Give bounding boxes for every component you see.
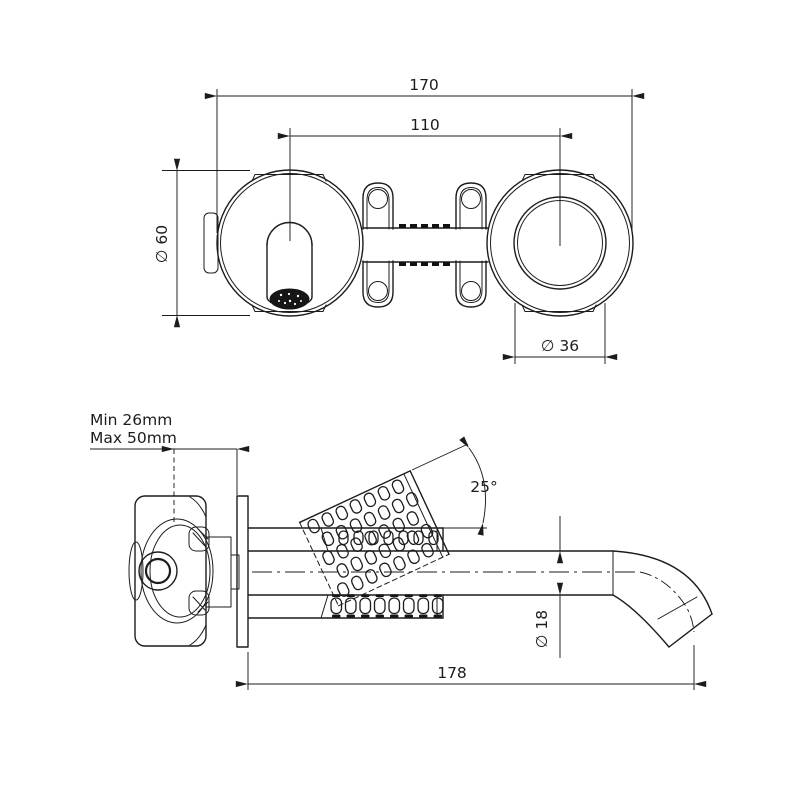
dim-wall-depth: Min 26mm Max 50mm (90, 411, 250, 524)
cartridge-face (138, 551, 178, 591)
aerator-speckle (278, 292, 302, 306)
dim-spout-reach-label: 178 (437, 664, 467, 682)
spout-bend-seam (657, 596, 698, 620)
valve-body (128, 495, 240, 647)
side-view: Min 26mm Max 50mm 25° ∅ 18 178 (90, 411, 713, 690)
mounting-bracket (362, 182, 489, 308)
dim-centers-spacing-label: 110 (410, 116, 440, 134)
aerator (269, 288, 310, 310)
screw-hole (368, 189, 388, 209)
spout (247, 550, 713, 648)
dim-spout-reach: 178 (235, 645, 707, 690)
dim-overall-width: 170 (204, 76, 645, 233)
flange-tab-bottom (251, 304, 327, 312)
flange-tab-top (521, 174, 597, 182)
dim-handle-diameter-label: ∅ 36 (541, 337, 579, 355)
spout-tip-face (668, 613, 713, 648)
dim-spout-flange-diameter: ∅ 60 (153, 158, 250, 328)
flange-tab-top (251, 174, 327, 182)
dim-handle-angle-label: 25° (470, 478, 497, 496)
flange-tab-bottom (521, 304, 597, 312)
spout-flange (203, 169, 364, 317)
wall-plate (236, 495, 249, 648)
dim-wall-depth-min-label: Min 26mm (90, 411, 172, 429)
screw-hole (461, 281, 481, 301)
front-view: 170 110 ∅ 60 ∅ 36 (153, 76, 645, 364)
knurl-tilted-pattern (307, 479, 434, 597)
screw-hole (461, 189, 481, 209)
dim-spout-diameter: ∅ 18 (533, 516, 564, 658)
dim-overall-width-label: 170 (409, 76, 439, 94)
mounting-ear-top-right (455, 182, 487, 230)
knurl-lower-band (330, 594, 444, 618)
dim-centers-spacing: 110 (277, 116, 573, 246)
mounting-ear-bottom-left (362, 260, 394, 308)
centerline-bend (639, 571, 695, 633)
flange-tab-left (203, 212, 219, 274)
dim-spout-flange-diameter-label: ∅ 60 (153, 225, 171, 263)
dim-handle-diameter: ∅ 36 (502, 303, 618, 364)
dim-wall-depth-max-label: Max 50mm (90, 429, 177, 447)
mounting-ear-bottom-right (455, 260, 487, 308)
handle-horizontal (247, 527, 444, 619)
dim-spout-diameter-label: ∅ 18 (533, 610, 551, 648)
screw-hole (368, 281, 388, 301)
handle-tilted-25deg (298, 470, 450, 607)
dim-handle-angle: 25° (411, 436, 498, 536)
spout-outlet (266, 221, 313, 310)
mounting-ear-top-left (362, 182, 394, 230)
